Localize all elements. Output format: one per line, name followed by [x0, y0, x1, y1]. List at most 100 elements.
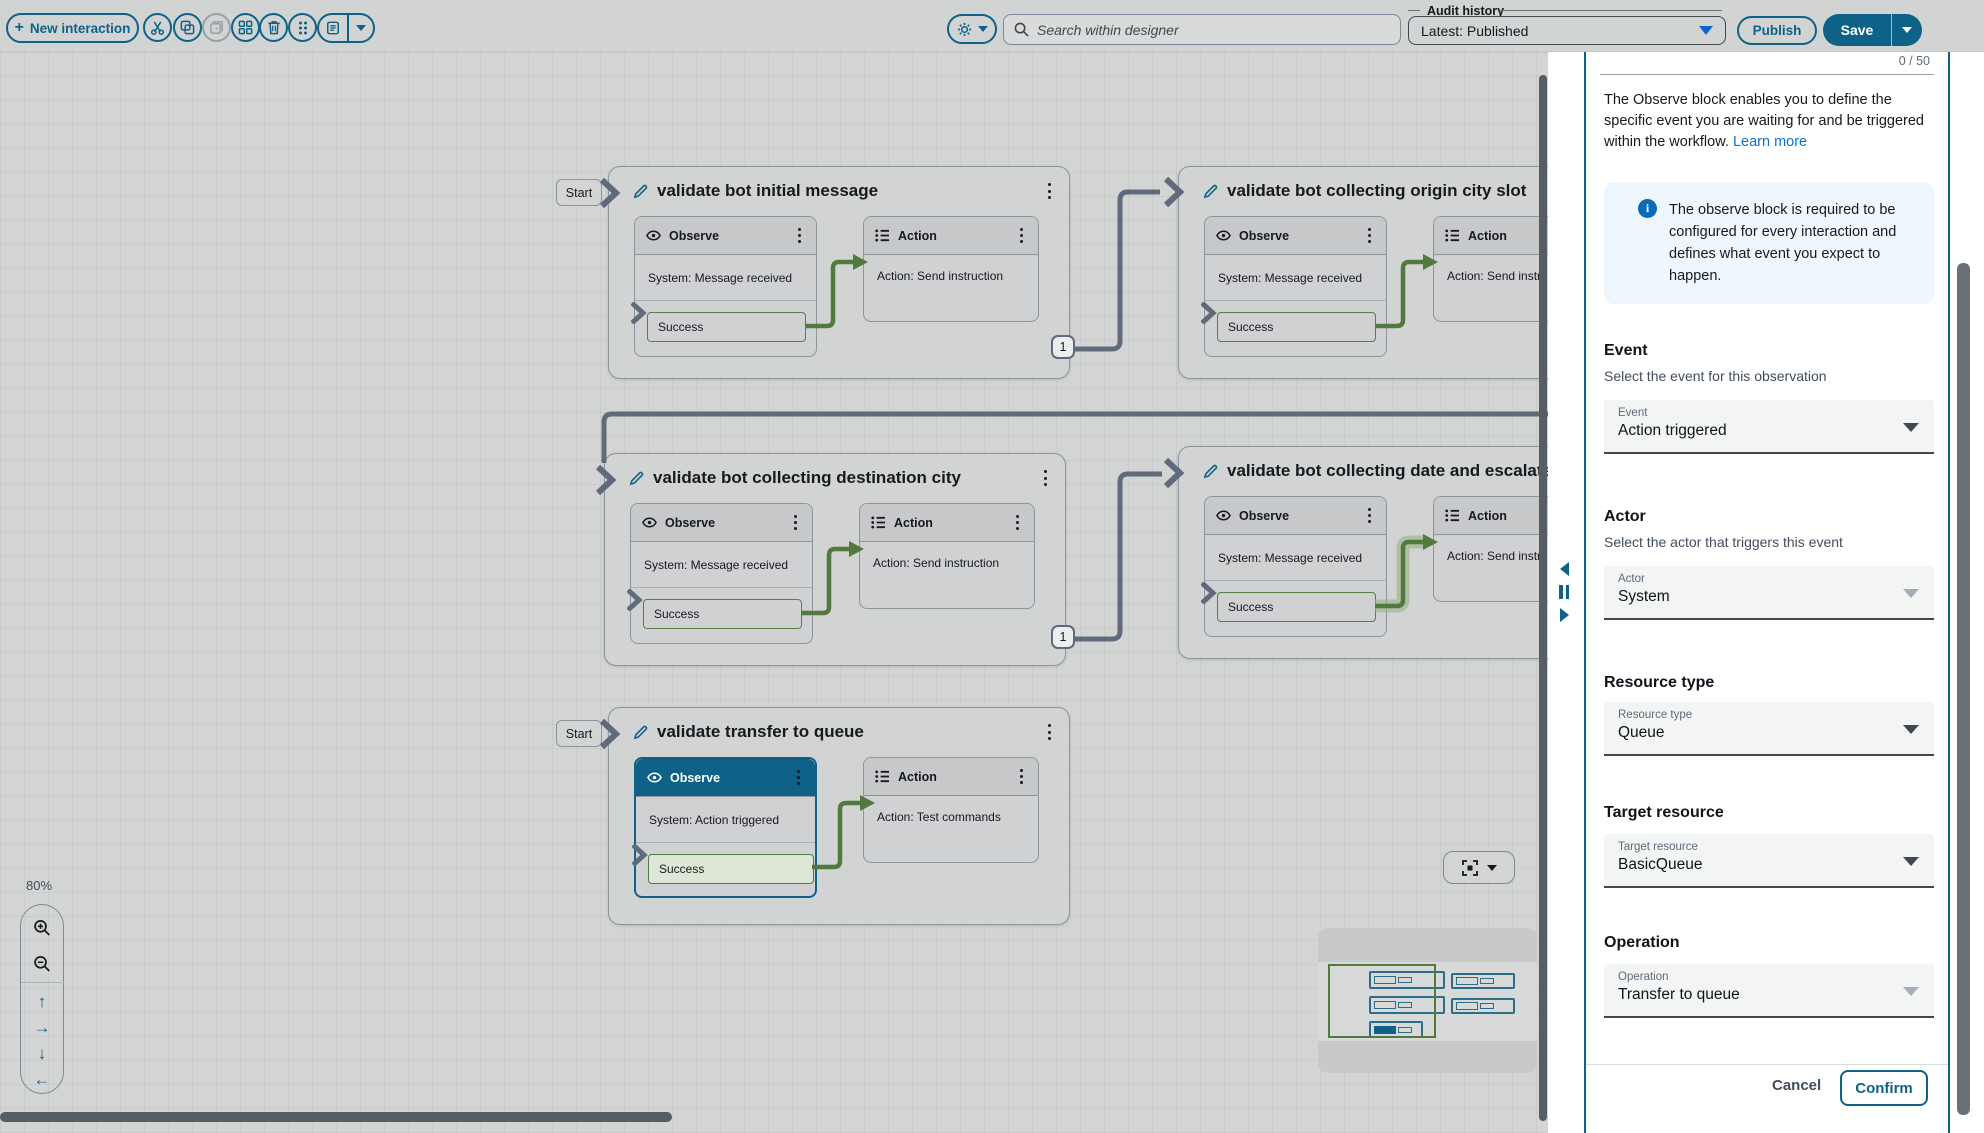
interaction-title: validate bot initial message	[657, 181, 879, 200]
kebab-menu-icon[interactable]	[1363, 506, 1375, 525]
minimap-card	[1451, 973, 1515, 989]
action-block[interactable]: Action Action: Test commands	[863, 757, 1039, 863]
fit-view-icon	[1461, 859, 1478, 876]
canvas-vertical-scrollbar[interactable]	[1539, 75, 1547, 1121]
chevron-down-icon	[1486, 864, 1497, 871]
edit-pencil-icon[interactable]	[633, 184, 648, 199]
audit-history-dropdown[interactable]: Latest: Published	[1408, 16, 1726, 45]
edit-pencil-icon[interactable]	[633, 725, 648, 740]
observe-block[interactable]: Observe System: Message received Success	[631, 216, 817, 357]
target-resource-select[interactable]: Target resource BasicQueue	[1604, 834, 1934, 888]
info-callout: i The observe block is required to be co…	[1604, 182, 1934, 304]
horizontal-scrollbar[interactable]	[0, 1112, 672, 1122]
save-button[interactable]: Save	[1823, 14, 1892, 46]
splitter-handle-icon[interactable]	[1559, 585, 1569, 599]
kebab-menu-icon[interactable]	[1011, 513, 1023, 532]
pan-right-icon[interactable]: →	[33, 1018, 51, 1037]
notes-split-button[interactable]	[317, 13, 375, 43]
success-outcome-chip[interactable]: Success	[1217, 312, 1376, 342]
pan-up-icon[interactable]: ↑	[37, 992, 47, 1011]
chevron-down-icon	[1903, 725, 1919, 734]
kebab-menu-icon[interactable]	[789, 513, 801, 532]
action-label: Action	[898, 228, 937, 243]
learn-more-link[interactable]: Learn more	[1732, 134, 1808, 150]
eye-icon	[646, 230, 661, 241]
actor-select[interactable]: Actor System	[1604, 566, 1934, 620]
expand-right-icon[interactable]	[1560, 608, 1569, 622]
kebab-menu-icon[interactable]	[1039, 469, 1051, 488]
kebab-menu-icon[interactable]	[1363, 226, 1375, 245]
publish-button[interactable]: Publish	[1737, 16, 1817, 45]
save-split-button[interactable]: Save	[1823, 14, 1922, 46]
interaction-card-initial-message[interactable]: validate bot initial message Observe Sys…	[608, 166, 1070, 379]
cut-icon[interactable]	[143, 13, 172, 42]
chevron-down-icon[interactable]	[349, 15, 373, 41]
observe-label: Observe	[665, 515, 716, 530]
kebab-menu-icon[interactable]	[793, 226, 805, 245]
output-badge[interactable]: 1	[1051, 335, 1075, 359]
search-input[interactable]: Search within designer	[1003, 14, 1401, 45]
observe-block[interactable]: Observe System: Message received Success	[1201, 496, 1387, 637]
edit-pencil-icon[interactable]	[1203, 464, 1218, 479]
observe-label: Observe	[1239, 508, 1290, 523]
connector-chevron-icon	[632, 844, 648, 866]
success-outcome-chip[interactable]: Success	[1217, 592, 1376, 622]
eye-icon	[647, 772, 662, 783]
pan-down-icon[interactable]: ↓	[37, 1044, 47, 1063]
panel-description: The Observe block enables you to define …	[1604, 90, 1932, 153]
kebab-menu-icon[interactable]	[1043, 182, 1055, 201]
pan-left-icon[interactable]: ←	[33, 1070, 51, 1089]
confirm-button[interactable]: Confirm	[1840, 1070, 1928, 1106]
success-outcome-chip[interactable]: Success	[647, 312, 806, 342]
gear-icon	[957, 22, 971, 36]
cancel-button[interactable]: Cancel	[1772, 1077, 1822, 1094]
kebab-menu-icon[interactable]	[1015, 226, 1027, 245]
paste-icon[interactable]	[202, 13, 231, 42]
resource-type-select[interactable]: Resource type Queue	[1604, 702, 1934, 756]
action-block[interactable]: Action Action: Send instruction	[1433, 496, 1609, 602]
interaction-card-transfer-queue[interactable]: validate transfer to queue Observe Syste…	[608, 707, 1070, 925]
minimap-viewport[interactable]	[1328, 964, 1436, 1038]
observe-block[interactable]: Observe System: Message received Success	[627, 503, 813, 644]
action-label: Action	[1468, 228, 1507, 243]
observe-block-selected[interactable]: Observe System: Action triggered Success	[632, 757, 817, 898]
edit-pencil-icon[interactable]	[1203, 184, 1218, 199]
action-text: Action: Send instruction	[877, 269, 1004, 283]
observe-label: Observe	[669, 228, 720, 243]
event-select[interactable]: Event Action triggered	[1604, 400, 1934, 454]
kebab-menu-icon[interactable]	[792, 768, 804, 787]
settings-button[interactable]	[947, 14, 997, 44]
operation-select[interactable]: Operation Transfer to queue	[1604, 964, 1934, 1018]
success-outcome-chip[interactable]: Success	[648, 854, 814, 884]
interaction-title: validate bot collecting origin city slot	[1227, 181, 1527, 200]
zoom-in-icon[interactable]	[33, 919, 51, 937]
delete-icon[interactable]	[259, 13, 288, 42]
collapse-left-icon[interactable]	[1560, 562, 1569, 576]
interaction-card-destination-city[interactable]: validate bot collecting destination city…	[604, 453, 1066, 666]
observe-block[interactable]: Observe System: Message received Success	[1201, 216, 1387, 357]
kebab-menu-icon[interactable]	[1015, 767, 1027, 786]
fit-to-view-button[interactable]	[1443, 851, 1515, 884]
save-options-chevron-icon[interactable]	[1892, 14, 1922, 46]
action-block[interactable]: Action Action: Send instruction	[863, 216, 1039, 322]
new-interaction-button[interactable]: + New interaction	[6, 13, 139, 43]
copy-icon[interactable]	[173, 13, 202, 42]
drag-handle-icon[interactable]	[288, 13, 317, 42]
action-block[interactable]: Action Action: Send instruction	[859, 503, 1035, 609]
connector-chevron-icon	[1201, 582, 1217, 604]
edit-pencil-icon[interactable]	[629, 471, 644, 486]
output-badge[interactable]: 1	[1051, 625, 1075, 649]
notes-icon[interactable]	[319, 15, 349, 41]
panel-scrollbar[interactable]	[1957, 263, 1970, 1115]
group-icon[interactable]	[231, 13, 260, 42]
field-value: Queue	[1618, 724, 1665, 741]
connector-chevron-icon	[627, 589, 643, 611]
kebab-menu-icon[interactable]	[1043, 723, 1055, 742]
canvas-nav-controls[interactable]: ↑ → ↓ ←	[20, 904, 64, 1094]
zoom-out-icon[interactable]	[33, 955, 51, 973]
minimap[interactable]	[1318, 928, 1537, 1073]
divider	[1600, 74, 1934, 75]
success-outcome-chip[interactable]: Success	[643, 599, 802, 629]
chevron-down-icon	[1903, 987, 1919, 996]
search-placeholder: Search within designer	[1037, 21, 1179, 38]
